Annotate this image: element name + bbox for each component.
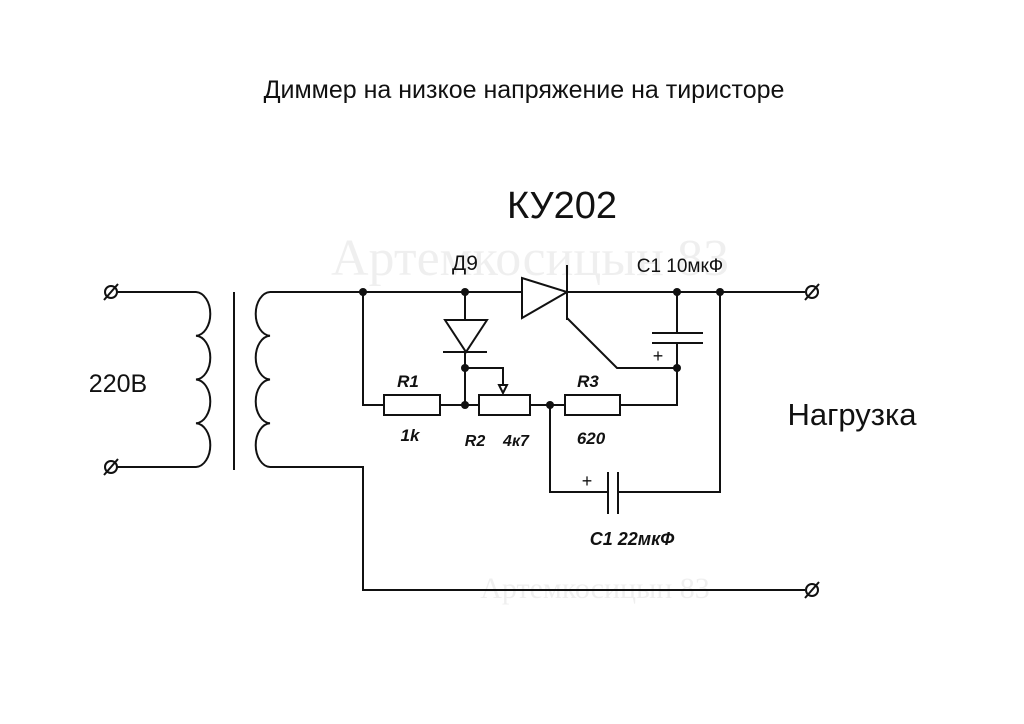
transformer-primary [117,291,212,468]
cap-bottom-label: С1 22мкФ [590,529,675,549]
junction-dots [359,288,724,409]
diode-symbol [443,319,489,354]
capacitor-c1-top [652,332,703,344]
r3-name: R3 [577,372,599,391]
wires [270,291,805,591]
cap-top-label: С1 10мкФ [637,256,724,277]
r3-value: 620 [577,429,606,448]
page-title: Диммер на низкое напряжение на тиристоре [264,76,785,104]
resistor-r1 [383,394,441,416]
diode-label: Д9 [452,252,478,275]
r1-name: R1 [397,372,419,391]
watermark-bottom: Артемкосицын 83 [480,572,710,605]
thyristor-label: КУ202 [507,185,617,227]
load-label: Нагрузка [787,397,917,432]
resistor-r2 [478,394,531,416]
transformer-secondary [254,291,271,468]
wiper-arrow-icon [497,384,509,396]
terminal-load-top [804,283,820,301]
r2-name: R2 [465,433,486,450]
capacitor-c1-bottom [607,472,619,514]
resistor-r3 [564,394,621,416]
r2-value: 4к7 [502,433,530,450]
r1-value: 1k [401,426,421,445]
terminal-primary-bottom [103,458,119,476]
terminal-primary-top [103,283,119,301]
terminal-load-bottom [804,581,820,599]
thyristor-symbol [521,265,570,320]
watermark-top: Артемкосицын 83 [331,230,729,287]
cap-bottom-plus: + [582,471,593,491]
source-voltage-label: 220В [89,370,147,398]
cap-top-plus: + [653,346,664,366]
